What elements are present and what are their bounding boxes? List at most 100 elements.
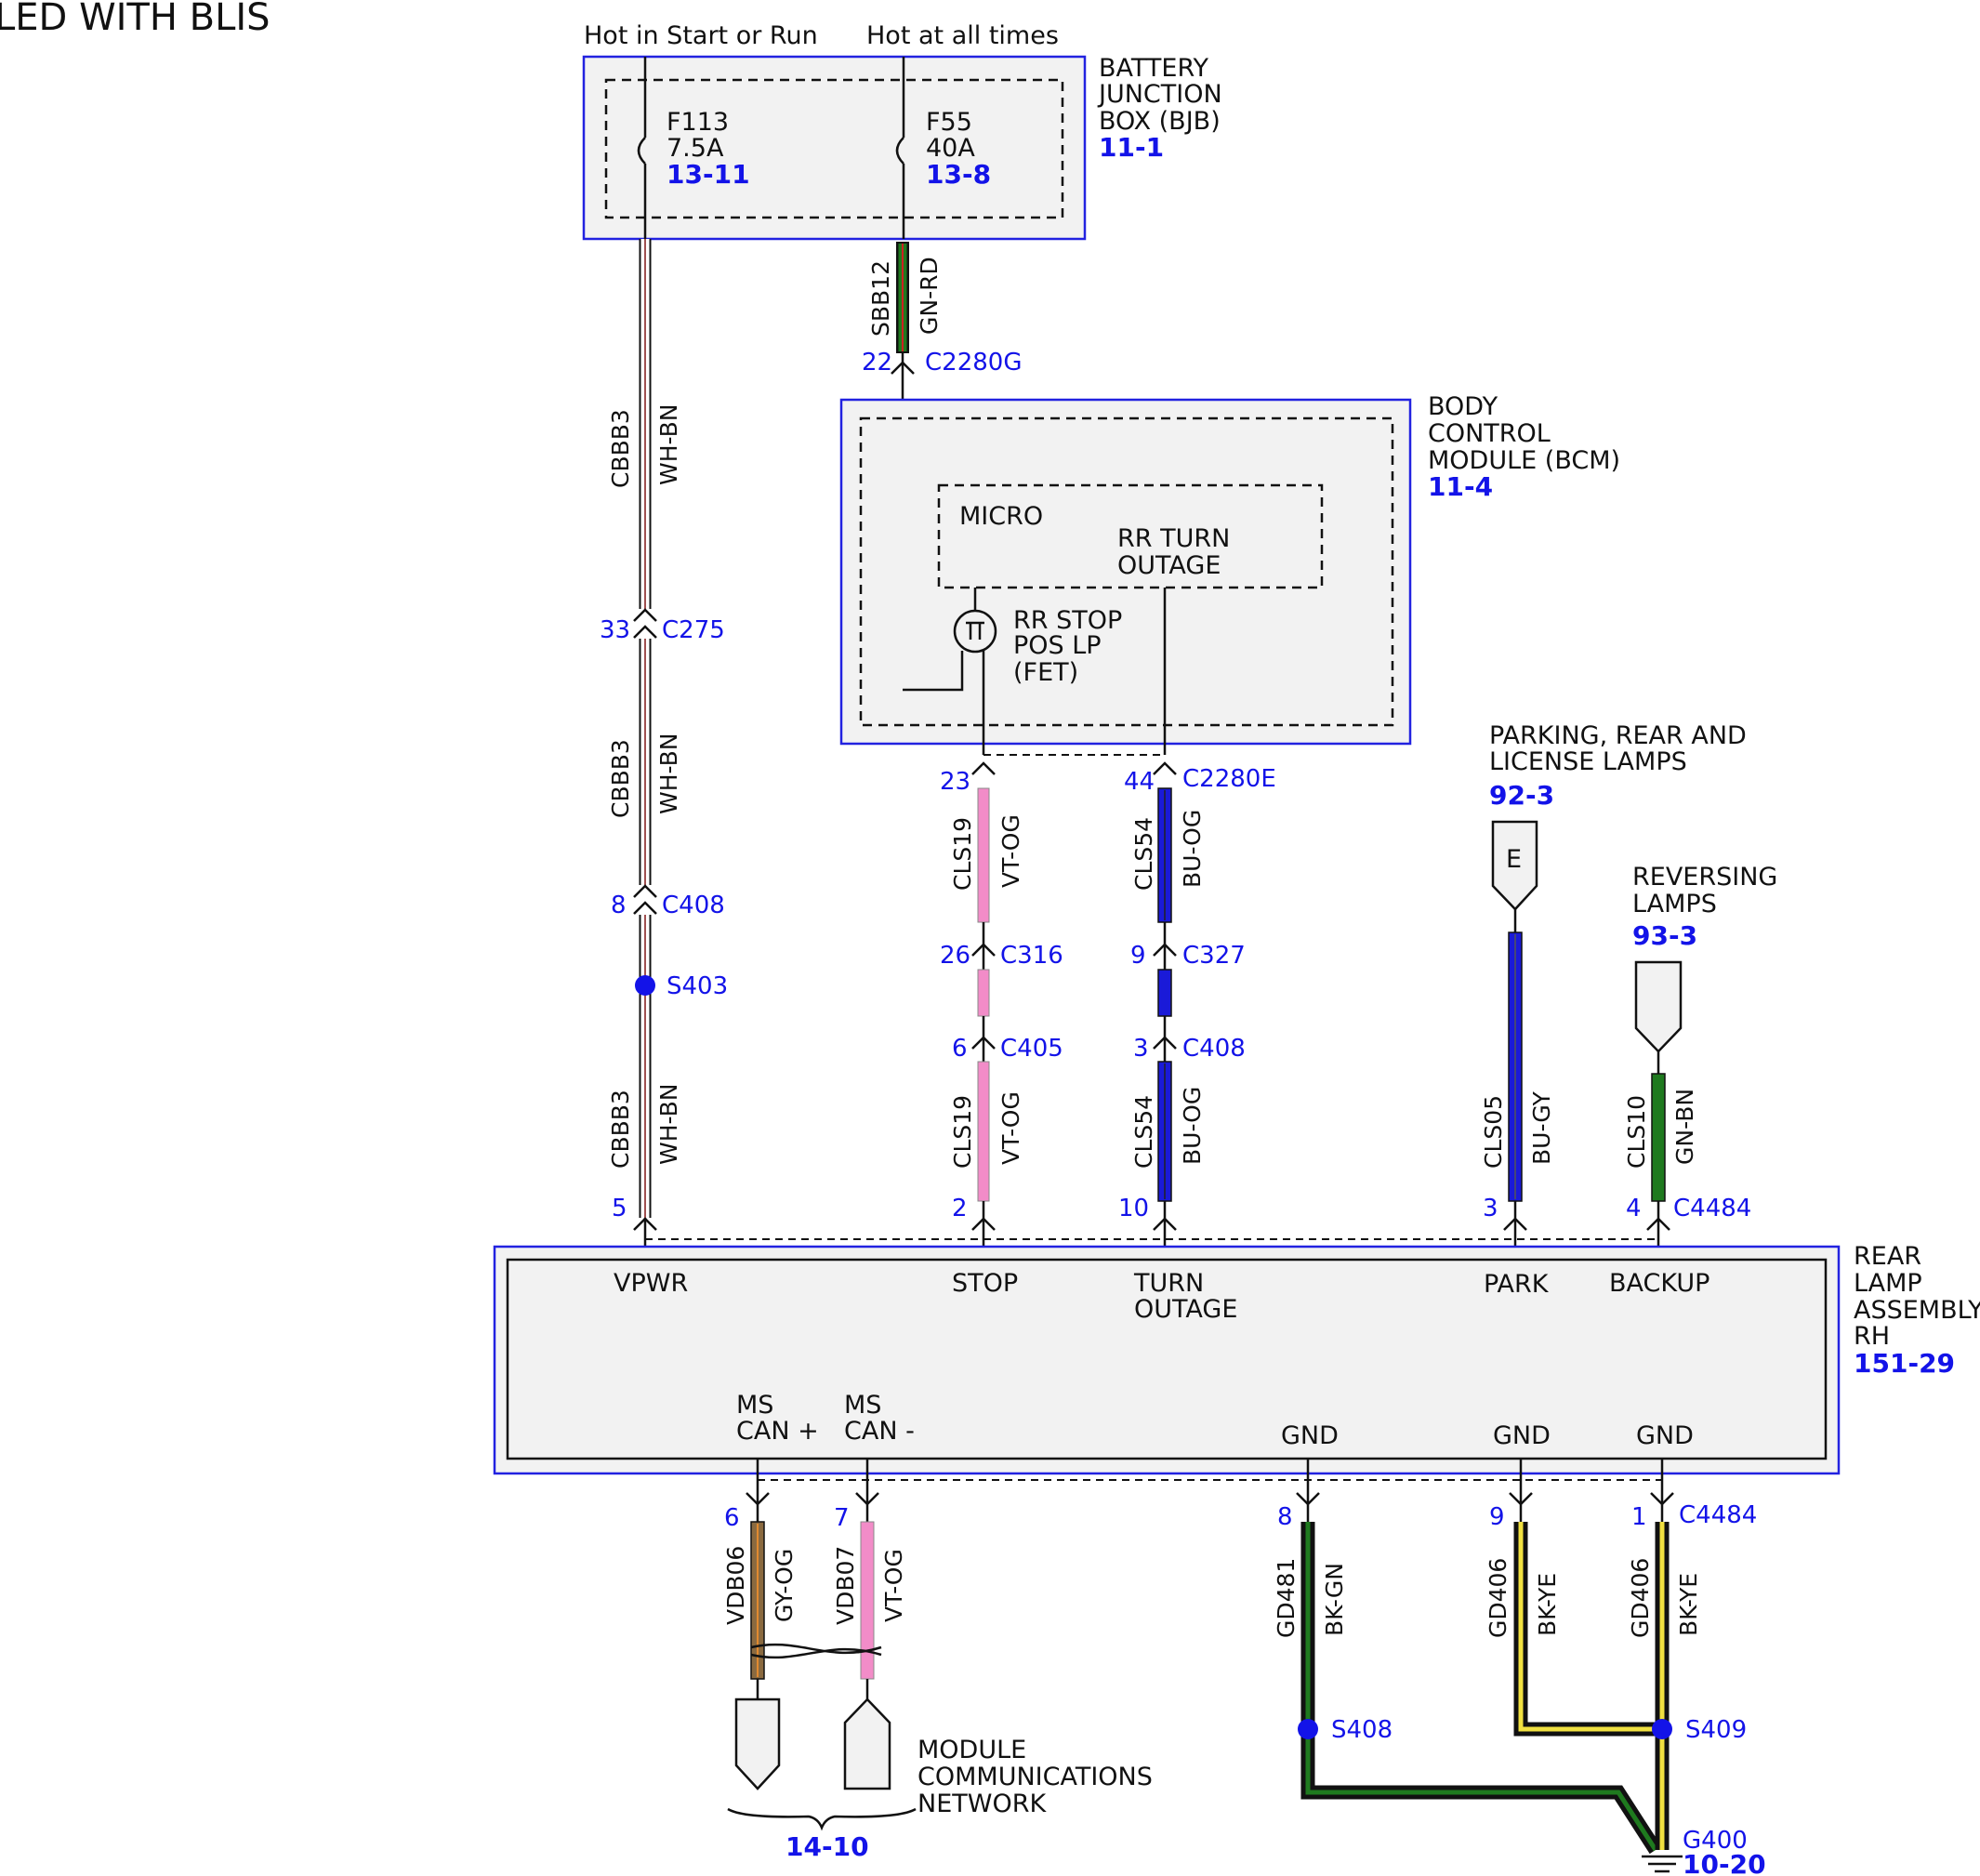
rear-lamp-pin-backup: BACKUP xyxy=(1609,1269,1709,1298)
wire-gd481 xyxy=(1300,1522,1662,1855)
connector-c4484-pin-1: 1 xyxy=(1631,1503,1647,1531)
bcm-rr-stop-2: POS LP xyxy=(1013,631,1102,660)
rear-lamp-box xyxy=(493,1245,1841,1475)
fuse-f55-ref: 13-8 xyxy=(926,159,991,190)
rear-lamp-name-3: ASSEMBLY xyxy=(1854,1296,1980,1325)
rear-lamp-pin-stop: STOP xyxy=(952,1269,1018,1298)
wire-cbbb3-circuit-3: CBBB3 xyxy=(607,1090,634,1169)
connector-c316-c405-symbols xyxy=(971,943,996,1050)
fuse-f55-id: F55 xyxy=(926,108,972,137)
wire-sbb12-color: GN-RD xyxy=(916,257,943,335)
network-brace xyxy=(727,1807,917,1831)
connector-c2280g-pin: 22 xyxy=(862,349,892,377)
network-title-1: MODULE xyxy=(917,1736,1026,1764)
rear-lamp-pin-vpwr: VPWR xyxy=(614,1269,688,1298)
wire-sbb12-circuit: SBB12 xyxy=(867,260,894,337)
parking-title-2: LICENSE LAMPS xyxy=(1489,747,1687,776)
rear-lamp-ref: 151-29 xyxy=(1854,1348,1955,1379)
splice-s409-dot xyxy=(1652,1719,1672,1739)
splice-s403-label: S403 xyxy=(667,972,728,1000)
reversing-title-1: REVERSING xyxy=(1632,863,1777,892)
connector-c2280e-23-pin: 23 xyxy=(940,768,970,796)
rear-lamp-name-4: RH xyxy=(1854,1322,1890,1351)
fuse-f113-symbol xyxy=(637,137,646,165)
wire-cls19-circuit-1: CLS19 xyxy=(949,817,976,891)
parking-tag: E xyxy=(1506,845,1522,874)
connector-c275-pin: 33 xyxy=(600,616,630,644)
bcm-micro-dashed xyxy=(937,483,1324,589)
connector-c4484-pin-3: 3 xyxy=(1483,1195,1498,1222)
connector-c4484-pin-6: 6 xyxy=(724,1504,740,1532)
wire-cls05-circuit: CLS05 xyxy=(1480,1095,1507,1169)
twisted-pair-symbol xyxy=(750,1643,882,1659)
rear-lamp-pin-park: PARK xyxy=(1484,1270,1550,1299)
fuse-f55-symbol xyxy=(895,137,904,165)
rear-lamp-name-1: REAR xyxy=(1854,1242,1921,1271)
connector-c316-name: C316 xyxy=(1000,942,1063,970)
wire-cls10 xyxy=(1651,1073,1666,1202)
rear-lamp-pin-turn-2: OUTAGE xyxy=(1134,1295,1237,1324)
power-label-start-run: Hot in Start or Run xyxy=(584,21,818,50)
connector-c408a-symbol xyxy=(633,884,657,915)
connector-c405-pin: 6 xyxy=(952,1035,968,1063)
connector-c408a-name: C408 xyxy=(662,892,725,919)
wire-gd406-a xyxy=(1513,1522,1662,1737)
ground-icon xyxy=(1642,1855,1683,1873)
bcm-name-1: BODY xyxy=(1428,392,1498,421)
connector-c275-symbol xyxy=(633,608,657,639)
connector-c4484-pin-4: 4 xyxy=(1626,1195,1642,1222)
rear-lamp-inner xyxy=(506,1258,1828,1460)
wire-cbbb3-color-3: WH-BN xyxy=(655,1084,682,1166)
connector-c4484-top-name: C4484 xyxy=(1673,1195,1751,1222)
connector-c327-pin: 9 xyxy=(1130,942,1146,970)
rear-lamp-ms-can-minus-2: CAN - xyxy=(844,1417,915,1446)
bcm-feed-to-fet xyxy=(903,651,964,692)
connector-c4484-bottom-name: C4484 xyxy=(1679,1501,1757,1529)
connector-c408a-pin: 8 xyxy=(611,892,627,919)
network-connector-minus-icon xyxy=(843,1698,891,1790)
connector-c316-pin: 26 xyxy=(940,942,970,970)
connector-c4484-pin-8: 8 xyxy=(1277,1503,1293,1531)
wire-cls54-color-1: BU-OG xyxy=(1179,810,1206,888)
fuse-f113-ref: 13-11 xyxy=(667,159,750,190)
wire-gd406-circuit-a: GD406 xyxy=(1485,1558,1511,1638)
connector-c4484-bottom-symbols xyxy=(746,1492,1674,1506)
bcm-rr-turn-2: OUTAGE xyxy=(1117,551,1221,580)
ground-name: G400 xyxy=(1683,1827,1748,1855)
connector-c327-c408b-symbols xyxy=(1153,943,1177,1050)
wire-cls54 xyxy=(1157,787,1172,1218)
bcm-micro-label: MICRO xyxy=(959,502,1043,531)
connector-c275-name: C275 xyxy=(662,616,725,644)
bcm-rr-stop-3: (FET) xyxy=(1013,658,1078,687)
connector-c2280g-name: C2280G xyxy=(925,349,1022,377)
connector-c2280e-44-symbol xyxy=(1153,761,1177,775)
connector-c327-name: C327 xyxy=(1182,942,1246,970)
splice-s403-dot xyxy=(635,975,655,996)
splice-s409-label: S409 xyxy=(1685,1716,1747,1744)
bcm-ref: 11-4 xyxy=(1428,471,1493,502)
wire-vdb06-color: GY-OG xyxy=(771,1549,798,1622)
bcm-fet-inner xyxy=(966,621,984,640)
bcm-inner-dashed xyxy=(859,416,1394,727)
wire-cls10-circuit: CLS10 xyxy=(1623,1095,1650,1169)
wire-gd481-color: BK-GN xyxy=(1321,1563,1348,1636)
wire-cbbb3-circuit-2: CBBB3 xyxy=(607,739,634,818)
power-label-all-times: Hot at all times xyxy=(866,21,1059,50)
rear-lamp-ms-can-plus-1: MS xyxy=(736,1391,773,1420)
connector-c405-name: C405 xyxy=(1000,1035,1063,1063)
connector-c2280e-44-pin: 44 xyxy=(1124,768,1155,796)
wire-gd406-circuit-b: GD406 xyxy=(1627,1558,1654,1638)
connector-c408b-pin: 3 xyxy=(1133,1035,1149,1063)
wire-gd481-circuit: GD481 xyxy=(1273,1558,1300,1638)
wire-cls19 xyxy=(977,787,990,1218)
connector-c4484-pin-2: 2 xyxy=(952,1195,968,1222)
wire-cls54-circuit-1: CLS54 xyxy=(1130,817,1157,891)
rear-lamp-name-2: LAMP xyxy=(1854,1269,1922,1298)
connector-c4484-pin-7: 7 xyxy=(834,1504,850,1532)
connector-c408b-name: C408 xyxy=(1182,1035,1246,1063)
bjb-ref: 11-1 xyxy=(1099,132,1164,163)
connector-c4484-pin-5: 5 xyxy=(612,1195,627,1222)
bcm-name-3: MODULE (BCM) xyxy=(1428,446,1620,475)
parking-ref: 92-3 xyxy=(1489,780,1554,811)
